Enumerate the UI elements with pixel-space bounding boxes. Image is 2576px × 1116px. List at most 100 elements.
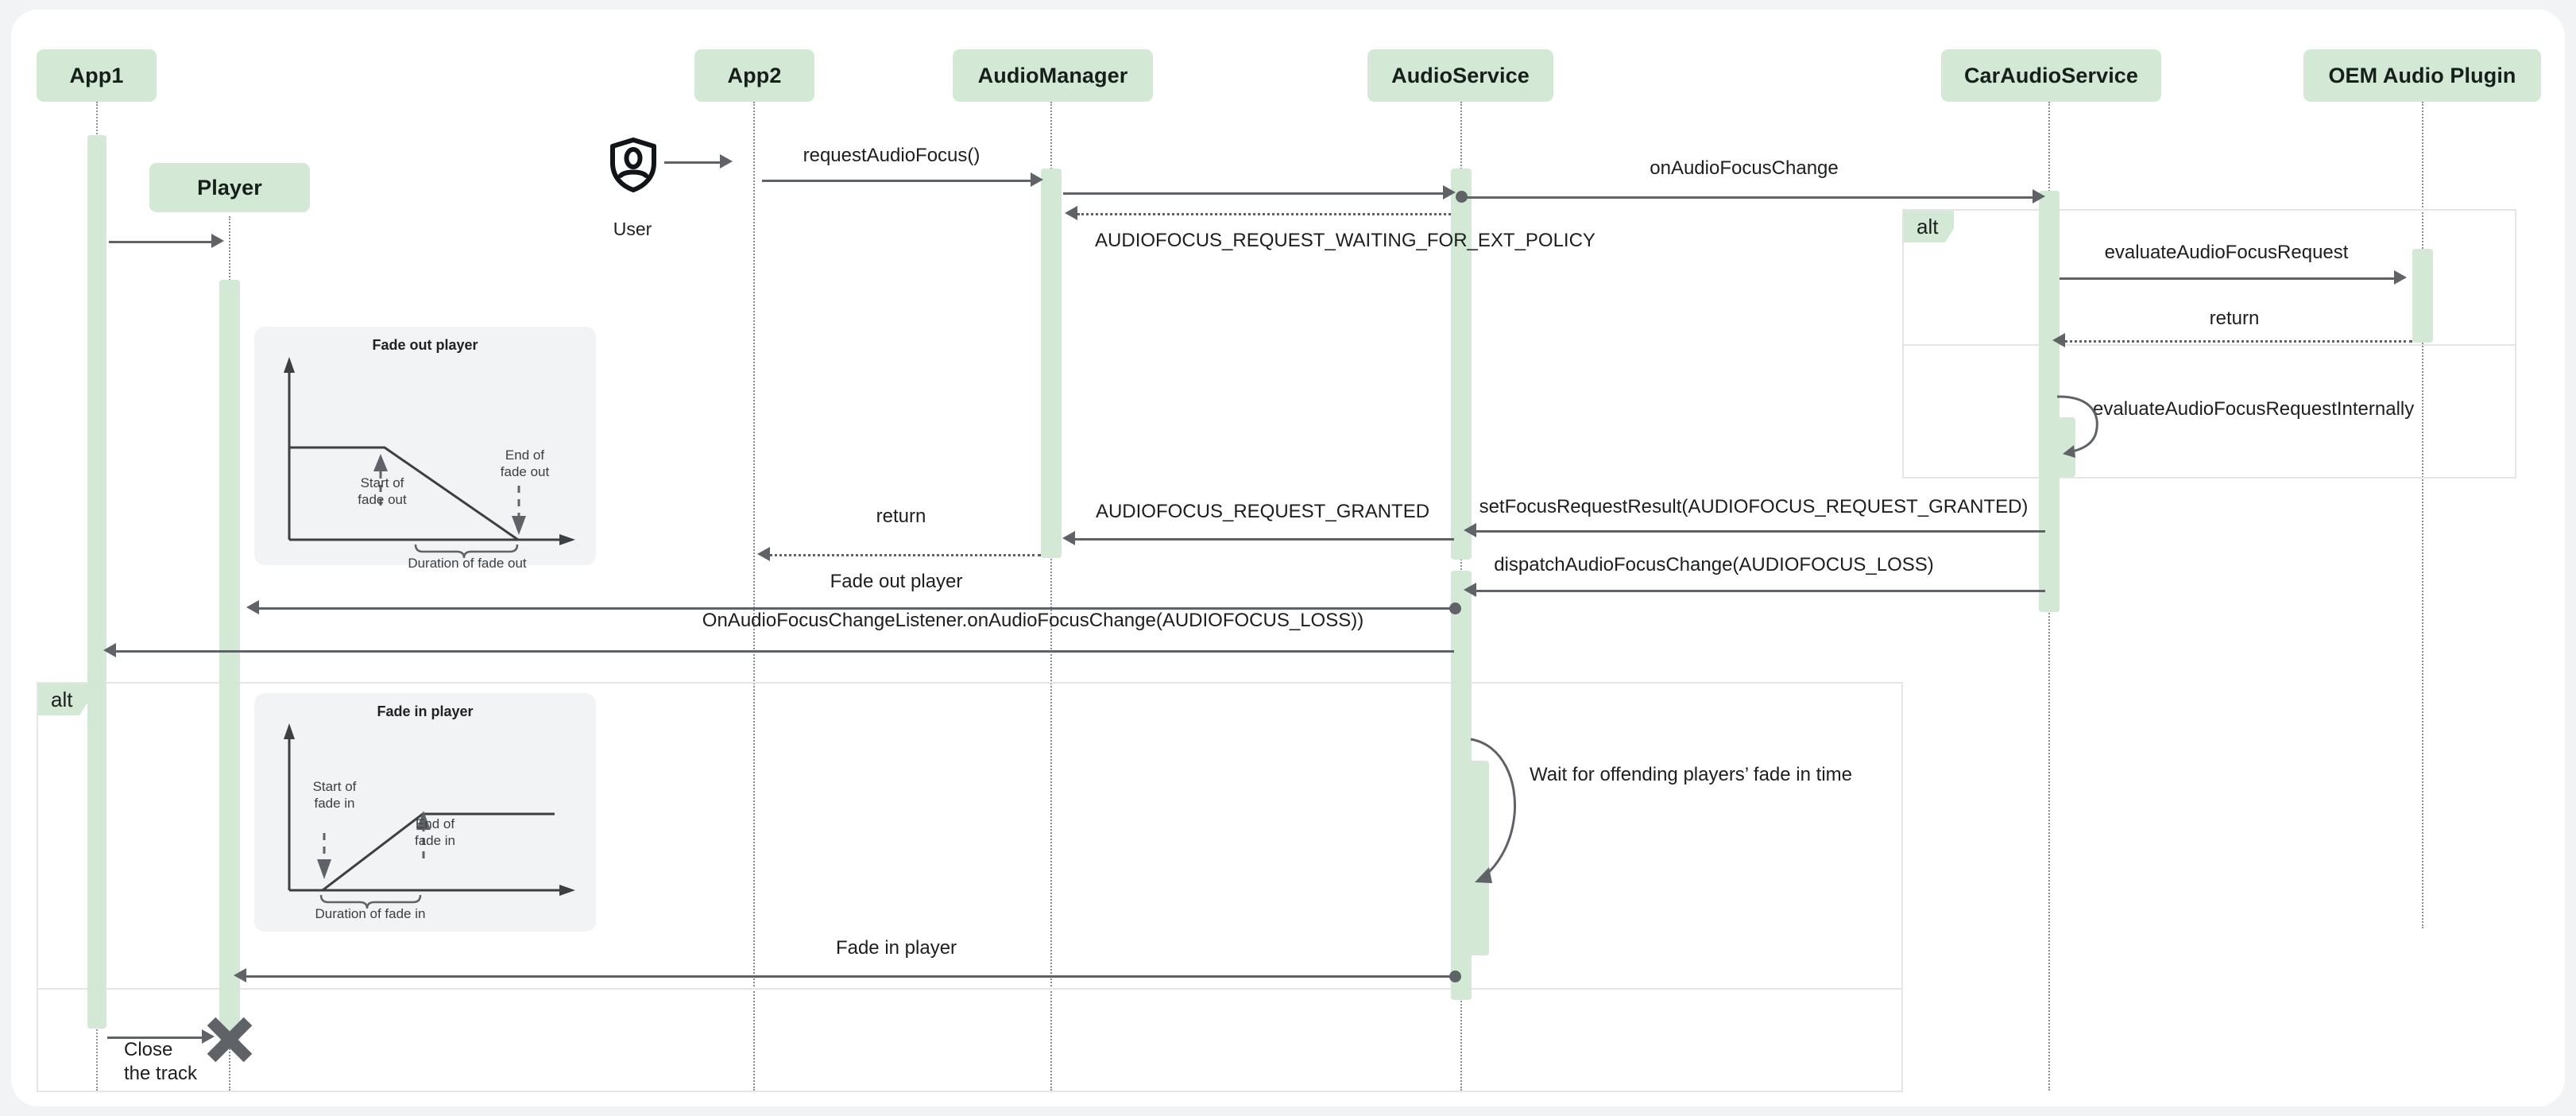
inset-fade-out-annotation-end: End of fade out [500, 448, 550, 479]
participant-audioservice[interactable]: AudioService [1367, 49, 1553, 102]
alt-fragment-left-tag: alt [38, 684, 89, 715]
user-shield-icon [610, 138, 656, 192]
message-line-return-audiomanager[interactable] [769, 554, 1041, 556]
message-arrow-on-audio-focus-change-listener [103, 643, 116, 657]
inset-fade-out-plot [284, 357, 575, 559]
message-label-on-audio-focus-change-listener: OnAudioFocusChangeListener.onAudioFocusC… [702, 610, 1364, 631]
message-arrow-user-to-app2 [720, 154, 733, 169]
message-line-user-to-app2[interactable] [664, 161, 724, 164]
participant-audiomanager-label: AudioManager [977, 63, 1128, 87]
alt-fragment-right [1902, 209, 2516, 479]
participant-oemplugin-label: OEM Audio Plugin [2328, 63, 2516, 87]
participant-player[interactable]: Player [149, 163, 310, 212]
participant-audioservice-label: AudioService [1391, 63, 1530, 87]
inset-fade-in-chart: Fade in player Start of fade in [254, 693, 596, 932]
activation-audioservice-2 [1451, 571, 1472, 1000]
message-line-fade-out-player[interactable] [259, 607, 1454, 610]
self-call-arrow-wait-fade-in[interactable] [1468, 735, 1530, 886]
participant-audiomanager[interactable]: AudioManager [953, 49, 1153, 102]
message-line-return-oem[interactable] [2064, 340, 2412, 343]
activation-audioservice-self [1468, 761, 1489, 955]
message-label-evaluate-internally: evaluateAudioFocusRequestInternally [2093, 398, 2415, 420]
message-label-return-audiomanager: return [876, 506, 926, 527]
message-label-close-the-track: Close the track [124, 1039, 198, 1084]
message-line-audiomanager-to-audioservice[interactable] [1063, 192, 1448, 195]
participant-player-label: Player [197, 175, 262, 200]
message-arrow-return-oem [2052, 333, 2065, 347]
message-origin-dot-fade-out-player [1449, 603, 1461, 614]
participant-app2-label: App2 [727, 63, 782, 87]
message-arrow-fade-out-player [246, 600, 259, 614]
message-arrow-close-the-track [202, 1029, 215, 1044]
activation-player [219, 280, 240, 1043]
message-line-set-focus-request-result[interactable] [1476, 530, 2045, 533]
alt-fragment-right-divider [1902, 344, 2516, 346]
inset-fade-in-plot [284, 723, 575, 909]
participant-app1-label: App1 [69, 63, 124, 87]
message-line-close-the-track[interactable] [107, 1037, 206, 1039]
participant-caraudioservice[interactable]: CarAudioService [1941, 49, 2161, 102]
message-line-fade-in-player[interactable] [246, 975, 1456, 978]
message-label-return-oem: return [2209, 308, 2260, 329]
actor-user-label: User [613, 219, 652, 239]
message-label-set-focus-request-result: setFocusRequestResult(AUDIOFOCUS_REQUEST… [1479, 496, 2029, 517]
message-line-waiting-for-ext-policy[interactable] [1077, 213, 1451, 215]
message-arrow-request-audio-focus [1031, 172, 1043, 187]
inset-fade-in-annotation-end: End of fade in [414, 816, 456, 848]
message-arrow-waiting-for-ext-policy [1065, 206, 1077, 220]
participant-caraudioservice-label: CarAudioService [1963, 63, 2139, 87]
inset-fade-in-annotation-duration: Duration of fade in [315, 906, 426, 921]
message-line-on-audio-focus-change[interactable] [1464, 196, 2039, 199]
lifeline-app2 [753, 102, 755, 1091]
activation-audiomanager [1041, 169, 1062, 558]
message-arrow-on-audio-focus-change [2033, 189, 2045, 203]
alt-fragment-left-divider [37, 988, 1903, 990]
message-arrow-evaluate-audio-focus-request [2394, 270, 2407, 285]
message-arrow-return-audiomanager [757, 547, 770, 561]
inset-fade-in-annotation-start: Start of fade in [312, 779, 357, 811]
message-line-audiofocus-request-granted[interactable] [1074, 538, 1454, 541]
inset-fade-out-chart: Fade out player Start of fade out [254, 327, 596, 571]
message-origin-dot-on-audio-focus-change [1456, 191, 1468, 203]
participant-app1[interactable]: App1 [37, 49, 157, 102]
message-line-dispatch-audio-focus-change[interactable] [1476, 590, 2045, 592]
activation-oemplugin [2412, 249, 2433, 343]
message-label-fade-in-player: Fade in player [835, 937, 957, 959]
message-origin-dot-fade-in-player [1449, 971, 1461, 982]
self-call-arrow-evaluate-internally[interactable] [2055, 393, 2118, 459]
alt-fragment-left [37, 682, 1903, 1092]
inset-fade-out-annotation-duration: Duration of fade out [408, 556, 527, 571]
activation-caraudioservice [2039, 191, 2060, 612]
message-line-app1-to-player[interactable] [109, 241, 215, 243]
lifeline-oemplugin [2422, 102, 2423, 928]
message-arrow-audiomanager-to-audioservice [1443, 185, 1456, 200]
message-label-dispatch-audio-focus-change: dispatchAudioFocusChange(AUDIOFOCUS_LOSS… [1494, 554, 1934, 575]
message-label-on-audio-focus-change: onAudioFocusChange [1650, 157, 1839, 179]
message-arrow-audiofocus-request-granted [1062, 531, 1075, 545]
message-line-on-audio-focus-change-listener[interactable] [116, 650, 1454, 653]
message-arrow-app1-to-player [211, 234, 224, 248]
message-line-evaluate-audio-focus-request[interactable] [2060, 277, 2400, 280]
alt-fragment-right-tag: alt [1904, 211, 1955, 242]
message-label-evaluate-audio-focus-request: evaluateAudioFocusRequest [2104, 242, 2349, 263]
participant-app2[interactable]: App2 [694, 49, 814, 102]
lifeline-audiomanager [1050, 102, 1052, 1091]
message-label-waiting-for-ext-policy: AUDIOFOCUS_REQUEST_WAITING_FOR_EXT_POLIC… [1095, 230, 1595, 251]
activation-app1 [87, 135, 106, 1029]
destroy-x-icon [207, 1017, 253, 1063]
message-label-request-audio-focus: requestAudioFocus() [803, 145, 981, 166]
participant-oemplugin[interactable]: OEM Audio Plugin [2303, 49, 2541, 102]
message-arrow-fade-in-player [234, 968, 246, 982]
message-arrow-set-focus-request-result [1464, 523, 1476, 537]
inset-fade-out-title: Fade out player [372, 337, 478, 353]
message-label-wait-for-fade-in-time: Wait for offending players’ fade in time [1530, 764, 1852, 785]
message-line-request-audio-focus[interactable] [762, 180, 1036, 182]
message-label-audiofocus-request-granted: AUDIOFOCUS_REQUEST_GRANTED [1095, 501, 1430, 522]
inset-fade-in-title: Fade in player [377, 703, 474, 719]
